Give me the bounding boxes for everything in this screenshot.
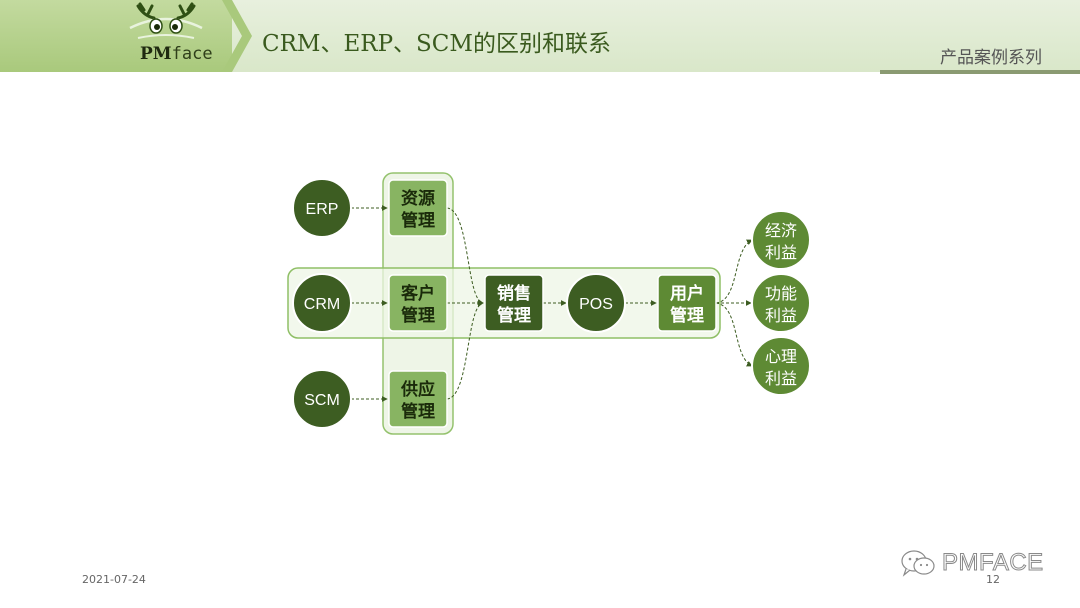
box-sales-management: 销售 管理	[484, 274, 544, 332]
box-customer-management: 客户 管理	[388, 274, 448, 332]
system-erp-label: ERP	[306, 201, 339, 218]
benefit-functional-line2: 利益	[765, 307, 797, 325]
box-customer-line2: 管理	[401, 305, 435, 326]
connector-user-psychological	[715, 302, 753, 367]
pos-label: POS	[579, 296, 613, 313]
box-resource-line1: 资源	[401, 188, 435, 209]
box-customer-line1: 客户	[400, 283, 435, 304]
benefit-economic: 经济 利益	[751, 210, 811, 270]
page-title: CRM、ERP、SCM的区别和联系	[262, 31, 611, 57]
logo-deer-icon	[129, 2, 203, 39]
box-resource-line2: 管理	[401, 210, 435, 231]
benefit-economic-line1: 经济	[765, 222, 797, 240]
connector-user-economic	[715, 239, 753, 304]
system-erp: ERP	[292, 178, 352, 238]
logo-wordmark: PMface	[140, 44, 213, 64]
series-label: 产品案例系列	[940, 48, 1042, 68]
box-supply-line2: 管理	[401, 401, 435, 422]
box-user-line1: 用户	[670, 283, 704, 304]
box-sales-line1: 销售	[497, 283, 531, 304]
box-resource-management: 资源 管理	[388, 179, 448, 237]
system-scm: SCM	[292, 369, 352, 429]
wechat-icon	[901, 550, 935, 577]
benefit-economic-line2: 利益	[765, 244, 797, 262]
page-number: 12	[986, 573, 1000, 586]
series-underline	[880, 70, 1080, 74]
benefit-psychological: 心理 利益	[751, 336, 811, 396]
box-user-line2: 管理	[670, 305, 704, 326]
benefit-functional-line1: 功能	[765, 285, 797, 303]
watermark: PMFACE	[900, 548, 1044, 578]
box-sales-line2: 管理	[497, 305, 531, 326]
watermark-text: PMFACE	[942, 549, 1044, 577]
system-scm-label: SCM	[304, 392, 340, 409]
system-crm: CRM	[292, 273, 352, 333]
pos-node: POS	[566, 273, 626, 333]
logo-block	[0, 0, 232, 72]
header-chevron	[222, 0, 252, 72]
box-supply-management: 供应 管理	[388, 370, 448, 428]
benefit-psychological-line1: 心理	[765, 348, 797, 366]
benefit-functional: 功能 利益	[751, 273, 811, 333]
logo-face-text: face	[171, 44, 213, 64]
box-supply-line1: 供应	[400, 379, 435, 400]
footer-date: 2021-07-24	[82, 573, 146, 586]
box-user-management: 用户 管理	[657, 274, 717, 332]
system-crm-label: CRM	[304, 296, 340, 313]
benefit-psychological-line2: 利益	[765, 370, 797, 388]
logo-pm-text: PM	[140, 44, 172, 64]
